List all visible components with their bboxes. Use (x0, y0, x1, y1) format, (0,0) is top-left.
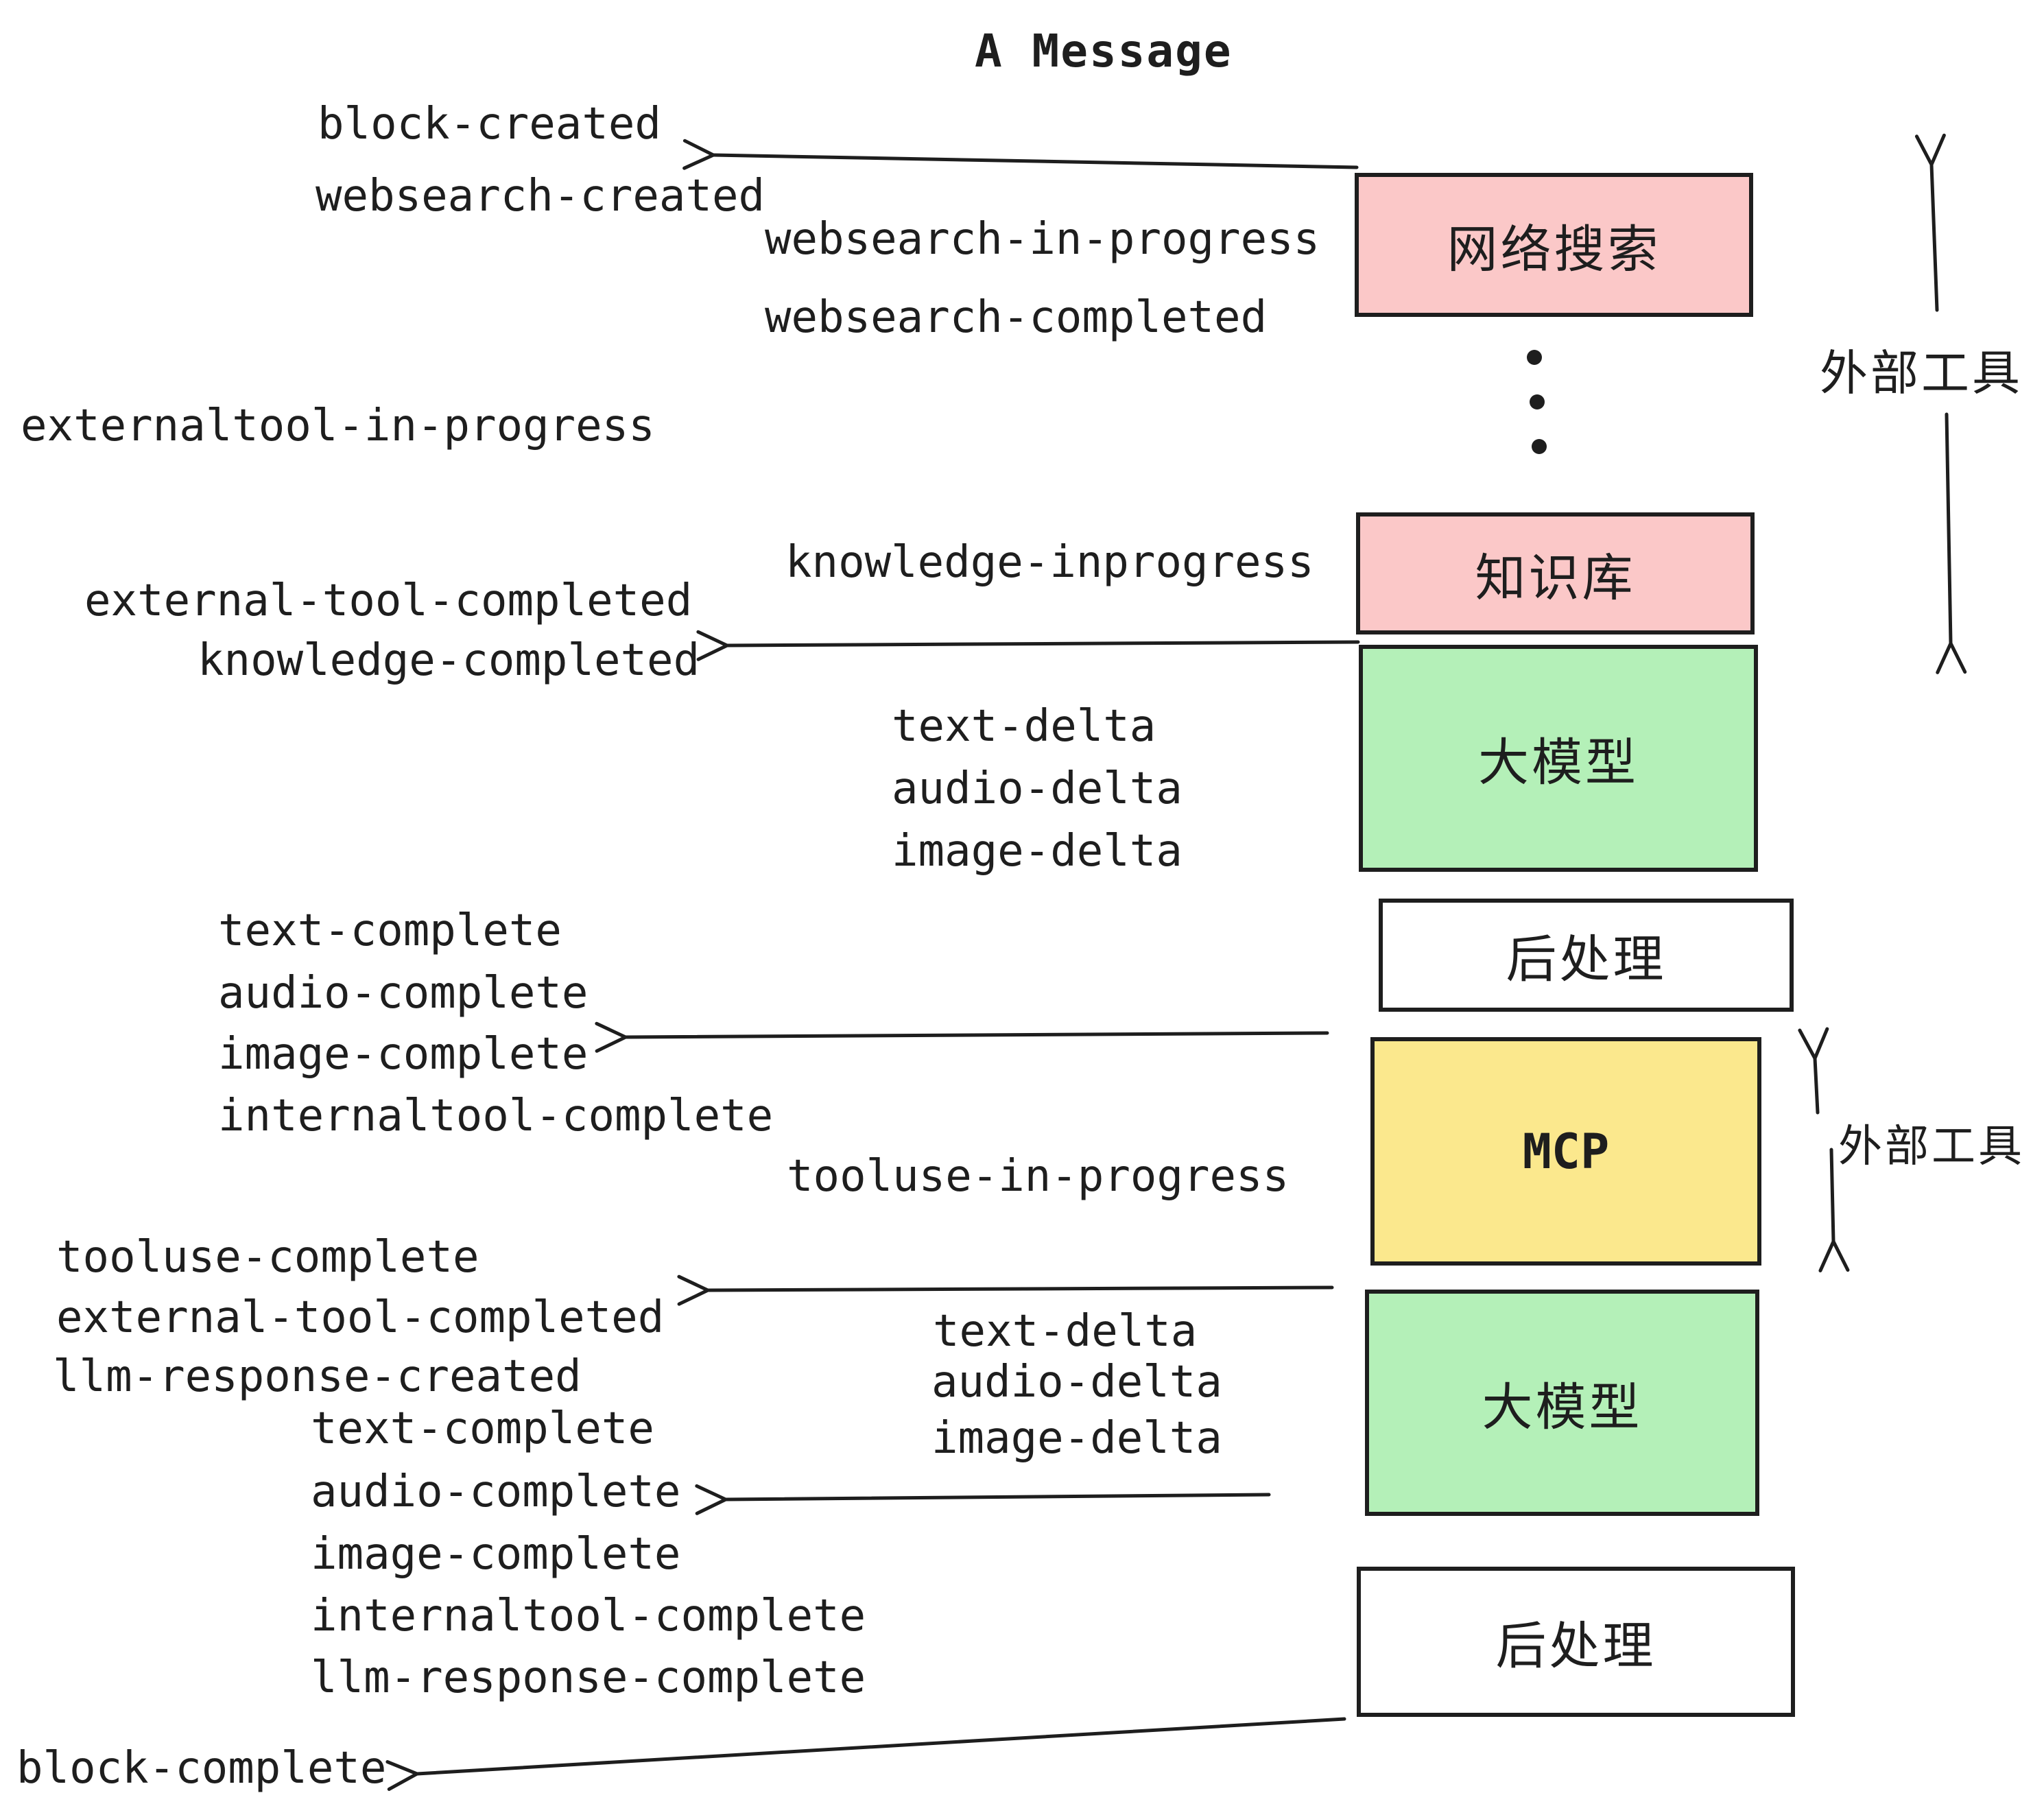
box-websearch: 网络搜索 (1355, 173, 1753, 317)
event-image-complete-2: image-complete (311, 1529, 681, 1580)
event-knowledge-completed: knowledge-completed (198, 635, 700, 686)
box-knowledge-label: 知识库 (1475, 549, 1636, 606)
external-tools-label-bottom: 外部工具 (1838, 1121, 2025, 1171)
event-tooluse-in-progress: tooluse-in-progress (787, 1151, 1290, 1202)
event-audio-delta: audio-delta (892, 763, 1183, 814)
event-websearch-created: websearch-created (316, 171, 765, 222)
box-knowledge: 知识库 (1356, 512, 1755, 634)
event-websearch-completed: websearch-completed (765, 292, 1268, 343)
external-tools-up-arrow-1 (1914, 133, 1946, 312)
diagram-title: A Message (975, 25, 1233, 78)
arrow-to-audio-complete (695, 1484, 1271, 1515)
event-text-delta: text-delta (892, 701, 1156, 752)
event-external-tool-completed-2: external-tool-completed (56, 1292, 665, 1343)
external-tools-label-top: 外部工具 (1820, 346, 2023, 400)
event-block-complete: block-complete (16, 1743, 387, 1794)
box-llm-2: 大模型 (1365, 1290, 1759, 1516)
arrow-to-block-created (682, 139, 1359, 170)
event-llm-response-created: llm-response-created (53, 1351, 582, 1402)
box-postprocess-2-label: 后处理 (1495, 1617, 1656, 1674)
event-audio-complete: audio-complete (218, 968, 589, 1019)
arrow-to-knowledge-completed (696, 630, 1360, 661)
event-externaltool-in-progress: externaltool-in-progress (21, 401, 655, 451)
event-llm-response-complete: llm-response-complete (311, 1652, 866, 1703)
event-text-delta-2: text-delta (933, 1306, 1198, 1357)
box-llm-1-label: 大模型 (1478, 734, 1639, 791)
event-internaltool-complete-2: internaltool-complete (311, 1591, 866, 1641)
event-knowledge-inprogress: knowledge-inprogress (785, 537, 1314, 588)
external-tools-up-arrow-2 (1798, 1027, 1829, 1115)
event-tooluse-complete: tooluse-complete (56, 1232, 479, 1283)
event-audio-complete-2: audio-complete (311, 1467, 681, 1517)
event-audio-delta-2: audio-delta (931, 1357, 1222, 1408)
event-text-complete-2: text-complete (311, 1403, 654, 1454)
box-llm-1: 大模型 (1359, 645, 1758, 872)
box-websearch-label: 网络搜索 (1447, 220, 1661, 278)
event-internaltool-complete: internaltool-complete (218, 1091, 774, 1141)
ellipsis-dot (1527, 350, 1542, 365)
event-block-created: block-created (318, 99, 661, 150)
ellipsis-dot (1532, 439, 1547, 454)
event-websearch-in-progress: websearch-in-progress (765, 214, 1320, 265)
ellipsis-dot (1530, 394, 1545, 410)
event-image-delta-2: image-delta (931, 1413, 1222, 1464)
arrow-to-block-complete (385, 1717, 1346, 1791)
event-image-delta: image-delta (892, 826, 1183, 877)
box-postprocess-1-label: 后处理 (1506, 931, 1667, 988)
arrow-to-external-tool-completed (677, 1274, 1334, 1306)
box-mcp: MCP (1370, 1037, 1761, 1266)
box-llm-2-label: 大模型 (1482, 1378, 1643, 1436)
event-external-tool-completed: external-tool-completed (84, 575, 693, 626)
box-postprocess-1: 后处理 (1379, 899, 1794, 1012)
event-image-complete: image-complete (218, 1029, 589, 1080)
external-tools-down-arrow-1 (1936, 412, 1967, 674)
arrow-to-image-complete (595, 1021, 1329, 1053)
box-mcp-label: MCP (1522, 1123, 1610, 1180)
external-tools-down-arrow-2 (1818, 1148, 1850, 1272)
event-text-complete: text-complete (218, 905, 562, 956)
box-postprocess-2: 后处理 (1357, 1567, 1795, 1717)
